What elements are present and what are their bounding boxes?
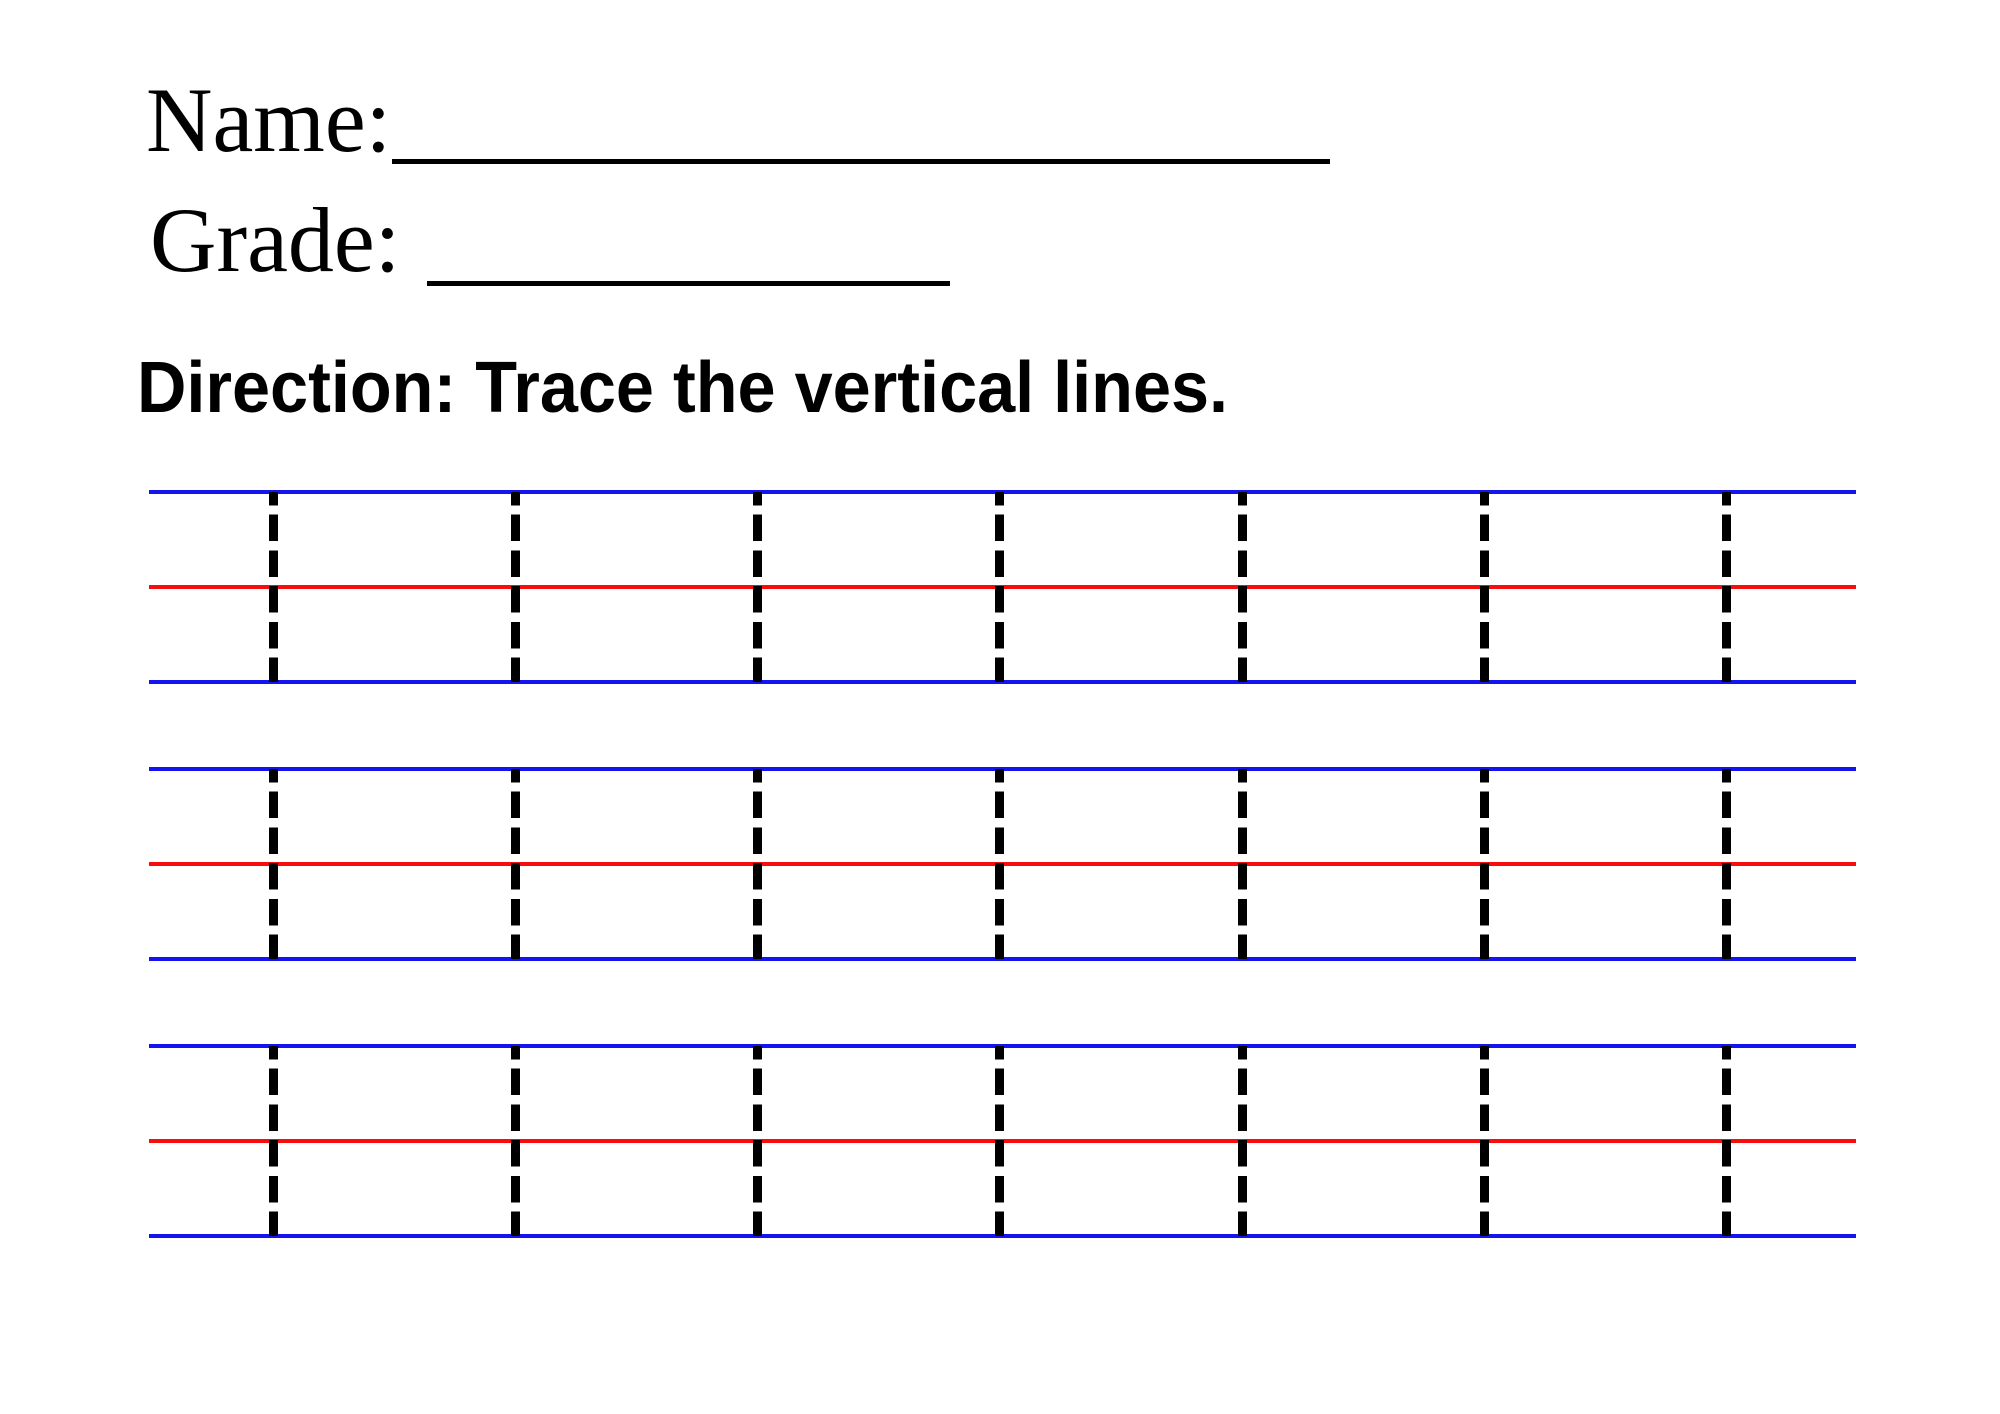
trace-dash-vertical-line xyxy=(1480,1046,1489,1236)
trace-dash-vertical-line xyxy=(511,1046,520,1236)
grade-blank-line xyxy=(427,281,950,286)
trace-dash-vertical-line xyxy=(511,769,520,959)
trace-dash-vertical-line xyxy=(753,492,762,682)
trace-dash-vertical-line xyxy=(995,1046,1004,1236)
trace-dash-vertical-line xyxy=(1238,1046,1247,1236)
trace-dash-vertical-line xyxy=(1238,492,1247,682)
trace-dash-vertical-line xyxy=(1722,769,1731,959)
name-label: Name: xyxy=(146,69,392,171)
trace-dash-vertical-line xyxy=(1722,1046,1731,1236)
name-blank-line xyxy=(392,159,1330,164)
trace-dash-vertical-line xyxy=(511,492,520,682)
trace-dash-vertical-line xyxy=(269,1046,278,1236)
trace-dash-vertical-line xyxy=(269,769,278,959)
guide-line-bottom-blue xyxy=(149,957,1856,961)
practice-row-2 xyxy=(149,767,1856,961)
trace-dash-vertical-line xyxy=(1722,492,1731,682)
trace-dash-vertical-line xyxy=(995,492,1004,682)
trace-dash-vertical-line xyxy=(1480,492,1489,682)
trace-dash-vertical-line xyxy=(1238,769,1247,959)
grade-label: Grade: xyxy=(150,189,401,291)
trace-dash-vertical-line xyxy=(269,492,278,682)
trace-dash-vertical-line xyxy=(753,769,762,959)
direction-instruction: Direction: Trace the vertical lines. xyxy=(137,348,1229,428)
practice-row-3 xyxy=(149,1044,1856,1238)
guide-line-bottom-blue xyxy=(149,1234,1856,1238)
trace-dash-vertical-line xyxy=(1480,769,1489,959)
guide-line-bottom-blue xyxy=(149,680,1856,684)
practice-row-1 xyxy=(149,490,1856,684)
trace-dash-vertical-line xyxy=(753,1046,762,1236)
trace-dash-vertical-line xyxy=(995,769,1004,959)
